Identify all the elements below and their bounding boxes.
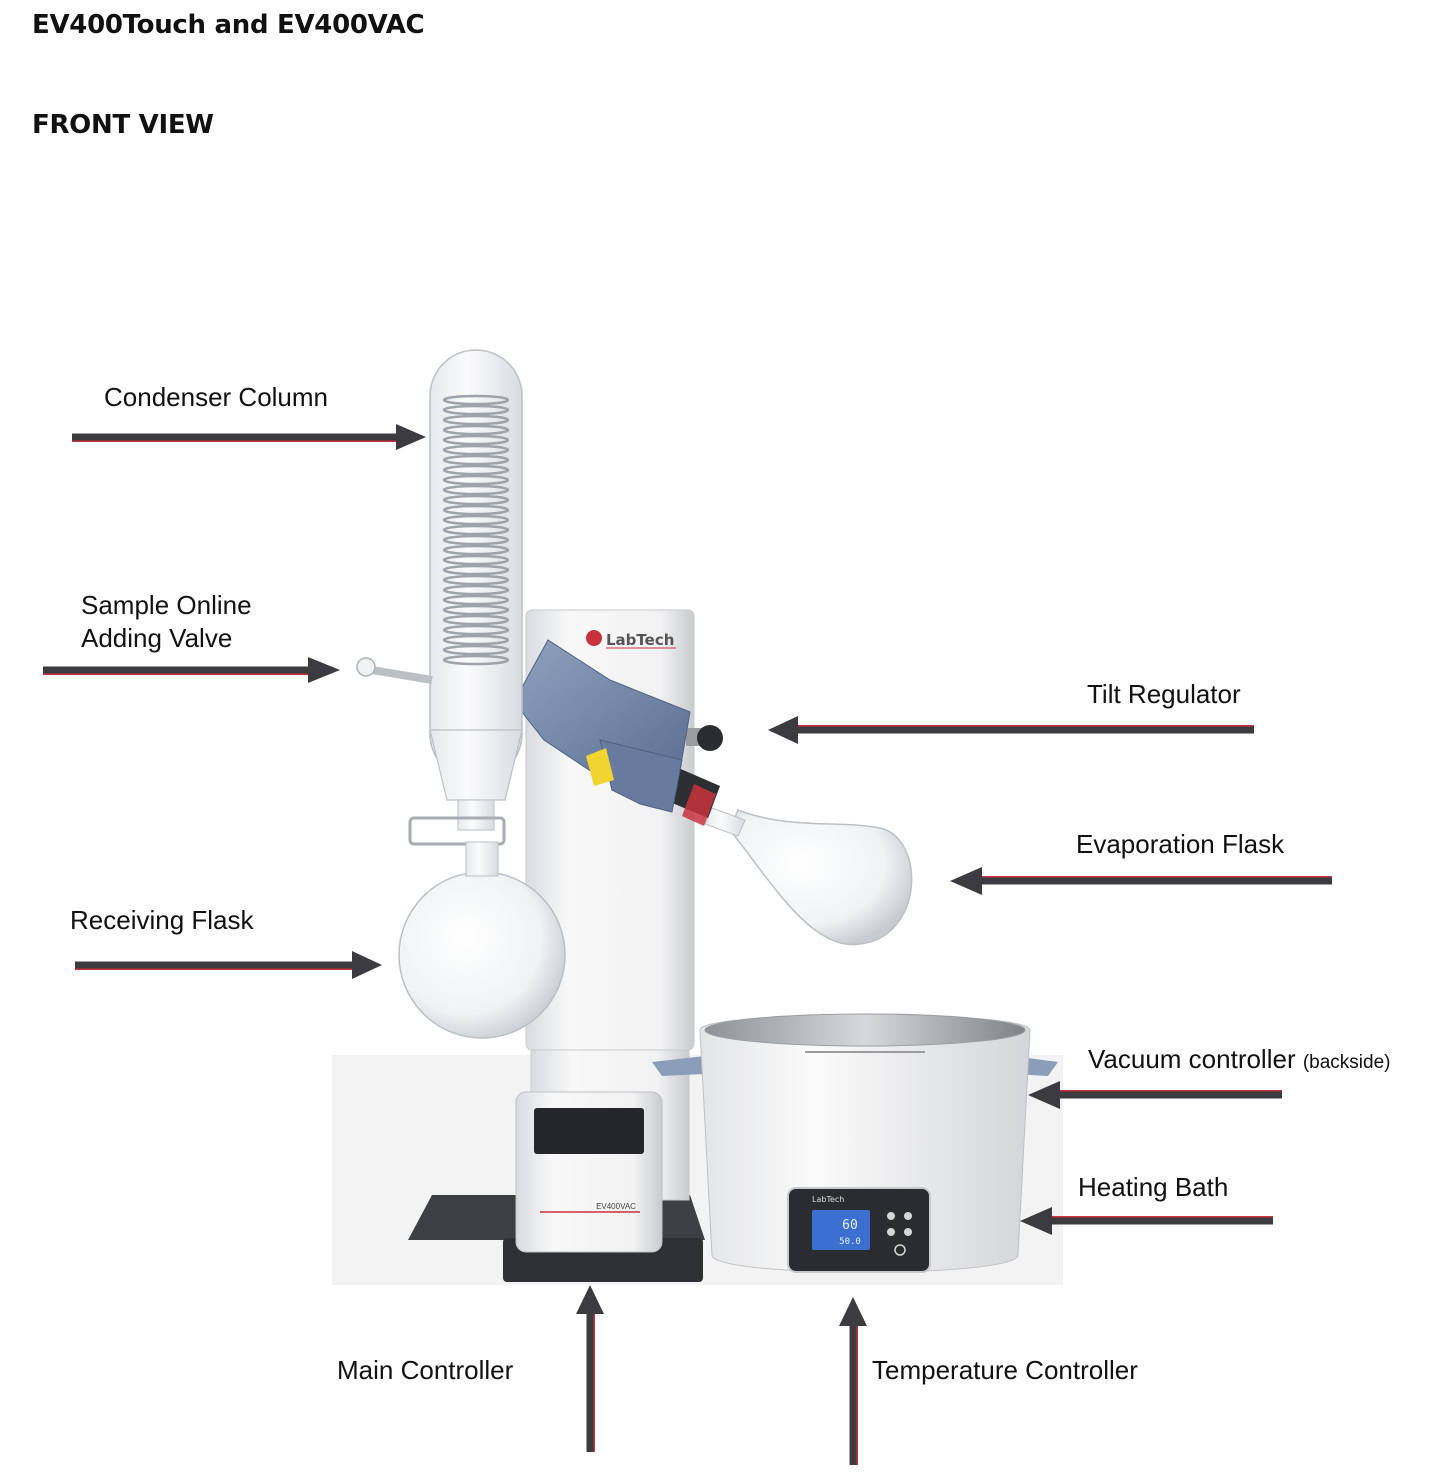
arrow-condenser-column	[72, 424, 426, 450]
label-main-controller: Main Controller	[337, 1355, 514, 1385]
condenser-coil-loop	[442, 524, 510, 536]
condenser-coil-loop	[442, 514, 510, 526]
tilt-knob	[686, 725, 723, 751]
condenser-coil-loop	[442, 554, 510, 566]
steel-basin	[704, 1013, 1026, 1047]
condenser-coil-loop	[442, 624, 510, 636]
label-temperature-controller: Temperature Controller	[872, 1355, 1138, 1385]
condenser-coil-loop	[442, 444, 510, 456]
vacuum-controller-text: Vacuum controller	[1088, 1044, 1296, 1074]
document-title: EV400Touch and EV400VAC	[32, 10, 425, 40]
view-heading: FRONT VIEW	[32, 110, 214, 140]
condenser-coil-loop	[442, 394, 510, 406]
vacuum-controller-note: (backside)	[1302, 1052, 1391, 1073]
condenser-coil-loop	[442, 464, 510, 476]
logo-icon	[586, 630, 602, 646]
condenser-coil-loop	[442, 584, 510, 596]
motor-housing	[513, 639, 691, 813]
condenser-coil-loop	[442, 424, 510, 436]
evaporation-flask	[704, 807, 913, 946]
flask-clamp	[408, 816, 506, 846]
brand-logo: LabTech	[586, 630, 676, 649]
label-heating-bath: Heating Bath	[1078, 1172, 1229, 1202]
condenser-coil-loop	[442, 534, 510, 546]
condenser-coil-loop	[442, 434, 510, 446]
label-receiving-flask: Receiving Flask	[70, 905, 254, 935]
condenser-coil-loop	[442, 594, 510, 606]
arrow-receiving-flask	[75, 951, 382, 979]
arrow-main-controller	[576, 1285, 604, 1452]
label-vacuum-controller: Vacuum controller (backside)	[1088, 1043, 1391, 1079]
condenser-coil-loop	[442, 564, 510, 576]
controller-screen	[534, 1108, 644, 1154]
brand-logo-text: LabTech	[606, 631, 674, 649]
bath-logo: LabTech	[812, 1195, 844, 1204]
display-bottom-value: 50.0	[839, 1237, 861, 1247]
condenser-coil-loop	[442, 644, 510, 656]
condenser-coil-loop	[442, 614, 510, 626]
label-sample-online-line1: Sample Online	[81, 590, 252, 620]
display-top-value: 60	[842, 1218, 858, 1233]
arrow-tilt-regulator	[768, 716, 1254, 744]
receiving-flask	[398, 841, 566, 1039]
warning-label	[586, 748, 614, 786]
condenser-coil-loop	[442, 634, 510, 646]
heating-bath: LabTech 60 50.0	[652, 1013, 1058, 1273]
model-plate: EV400VAC	[596, 1202, 636, 1211]
arrow-heating-bath	[1020, 1207, 1273, 1235]
bath-handle-left	[652, 1056, 705, 1076]
condenser-coil-loop	[442, 414, 510, 426]
condenser-coil-loop	[442, 574, 510, 586]
sample-adding-valve	[356, 657, 433, 684]
label-condenser-column: Condenser Column	[104, 382, 329, 412]
arrow-temperature-controller	[839, 1297, 867, 1465]
label-evaporation-flask: Evaporation Flask	[1076, 829, 1285, 859]
condenser-coil-loop	[442, 604, 510, 616]
label-tilt-regulator: Tilt Regulator	[1087, 679, 1241, 709]
condenser-coil-loop	[442, 544, 510, 556]
condenser-coil-loop	[442, 494, 510, 506]
arrow-evaporation-flask	[950, 867, 1332, 895]
condenser-coil-loop	[442, 474, 510, 486]
temperature-display	[812, 1210, 870, 1250]
condenser-coil-loop	[442, 484, 510, 496]
main-controller: EV400VAC	[515, 1091, 663, 1253]
arrow-vacuum-controller	[1028, 1081, 1282, 1109]
condenser-coil-loop	[442, 504, 510, 516]
condenser-coil-loop	[442, 454, 510, 466]
condenser-coil-loop	[442, 404, 510, 416]
condenser-column	[408, 349, 523, 846]
condenser-coil-loop	[442, 654, 510, 666]
power-button-icon	[894, 1244, 906, 1256]
label-sample-online-line2: Adding Valve	[81, 623, 233, 653]
arrow-sample-adding-valve	[43, 657, 340, 683]
